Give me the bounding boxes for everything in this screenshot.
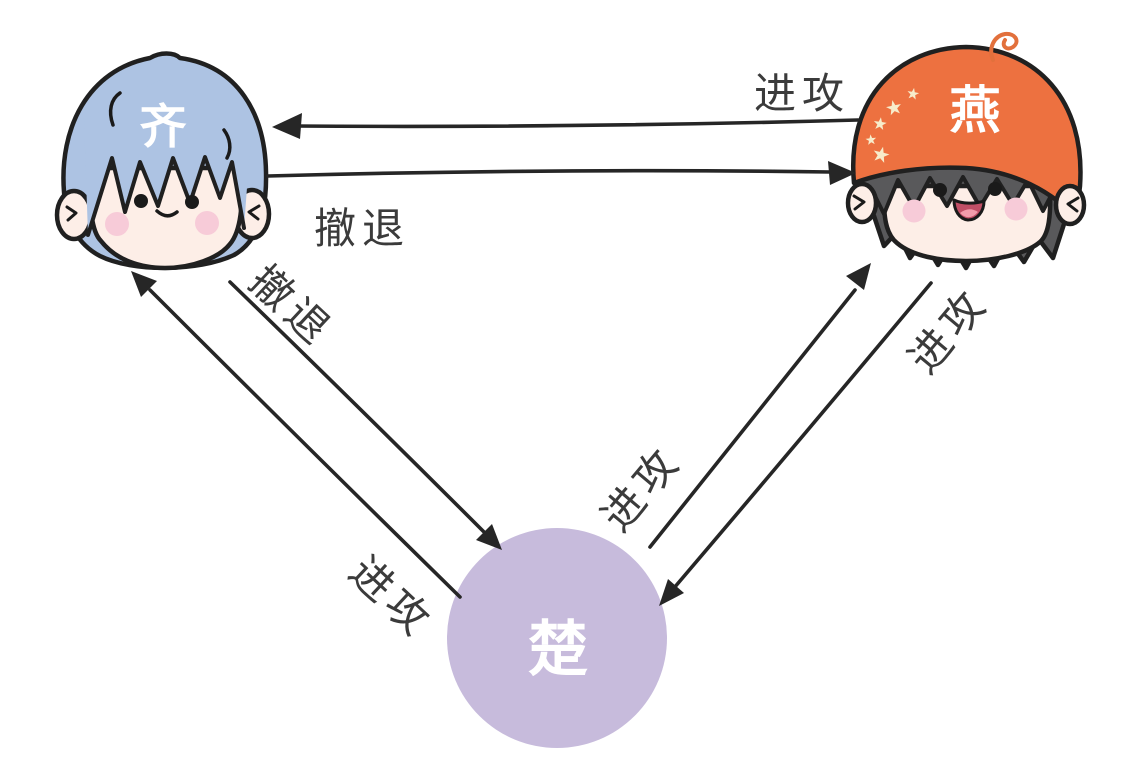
qi-left-ear-mark — [65, 205, 78, 222]
arrow-yan-to-chu — [659, 281, 933, 606]
arrowhead-up-left — [131, 271, 157, 297]
arrowhead-up-right — [846, 263, 871, 290]
edge-label-yan-attack-qi: 进攻 — [754, 69, 850, 118]
arrow-shaft — [266, 168, 832, 178]
qi-bangs-outline — [86, 155, 246, 237]
edge-label-chu-attack-yan: 进攻 — [592, 436, 691, 541]
star-icon — [907, 87, 920, 100]
arrow-qi-to-yan — [266, 161, 856, 185]
yan-right-blush — [1004, 197, 1028, 221]
yan-right-eye — [988, 182, 1002, 196]
arrow-chu-to-qi — [131, 271, 462, 599]
qi-right-ear-mark — [247, 204, 261, 221]
yan-hat — [850, 44, 1083, 215]
arrow-shaft — [148, 288, 462, 599]
qi-hair-shine-left — [108, 91, 122, 127]
yan-hat-stars — [865, 87, 920, 163]
yan-left-ear-mark — [852, 194, 866, 211]
edge-label-qi-retreat-yan: 撤退 — [314, 204, 410, 253]
qi-left-blush — [105, 212, 129, 236]
qi-right-blush — [195, 211, 219, 235]
qi-bangs — [84, 80, 252, 235]
yan-node: 燕 — [845, 31, 1087, 271]
qi-left-eye — [134, 194, 148, 208]
arrow-shaft — [228, 280, 486, 534]
arrow-shaft — [672, 281, 933, 590]
yan-left-eye — [933, 183, 947, 197]
yan-label: 燕 — [949, 82, 1000, 141]
yan-antenna — [989, 31, 1019, 62]
arrowhead-left — [272, 113, 302, 139]
arrow-shaft — [292, 118, 860, 129]
star-icon — [886, 100, 901, 116]
qi-node: 齐 — [54, 51, 272, 271]
edge-label-yan-attack-chu: 进攻 — [899, 278, 998, 383]
arrow-qi-to-chu — [228, 280, 502, 550]
yan-right-ear-mark — [1066, 196, 1080, 213]
edge-label-chu-attack-qi: 进攻 — [340, 547, 444, 648]
chu-node: 楚 — [447, 528, 667, 748]
yan-tongue — [960, 209, 978, 218]
arrowhead-down-right — [476, 524, 502, 550]
star-icon — [873, 146, 890, 163]
qi-smile — [155, 209, 179, 218]
arrow-chu-to-yan — [648, 263, 871, 549]
arrowhead-right — [828, 161, 856, 185]
arrow-yan-to-qi — [272, 113, 860, 139]
star-icon — [873, 117, 887, 131]
arrowhead-down-left — [659, 579, 684, 606]
chu-label: 楚 — [528, 615, 588, 685]
arrow-shaft — [648, 288, 857, 549]
yan-bangs-outline — [870, 175, 1066, 216]
yan-left-blush — [902, 199, 926, 223]
qi-hair-shine-right — [222, 128, 232, 160]
qi-label: 齐 — [140, 100, 187, 155]
qi-right-eye — [185, 195, 199, 209]
star-icon — [865, 134, 877, 145]
chu-circle — [447, 528, 667, 748]
